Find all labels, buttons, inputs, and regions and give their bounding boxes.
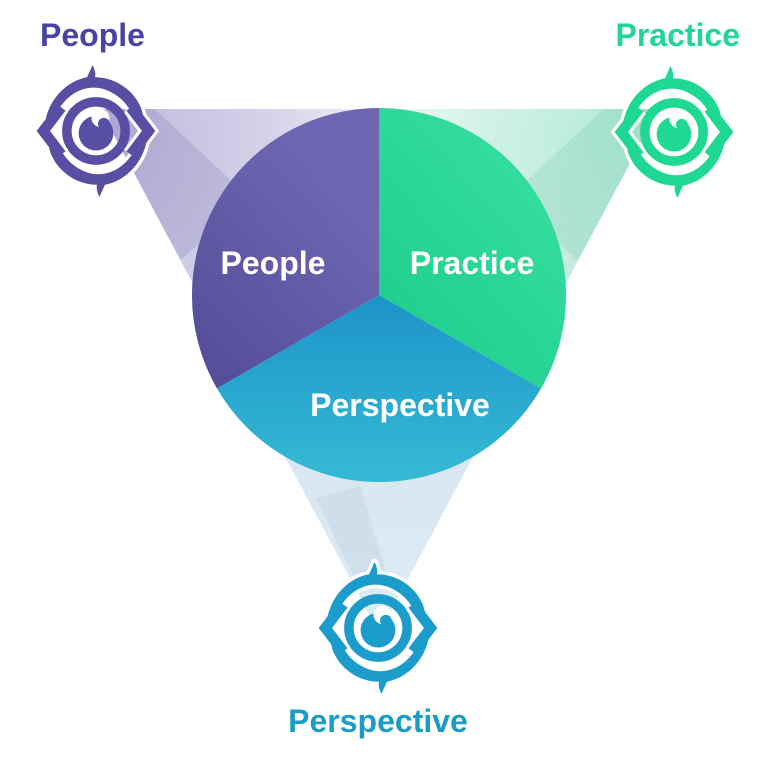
pie-segment-people — [191, 107, 379, 389]
heading-practice: Practice — [615, 17, 740, 53]
heading-people: People — [40, 17, 145, 53]
heading-perspective: Perspective — [288, 703, 468, 739]
pie-label-perspective: Perspective — [310, 387, 490, 423]
pie-label-practice: Practice — [410, 245, 535, 281]
pie-label-people: People — [221, 245, 326, 281]
pie-segment-perspective — [217, 295, 541, 483]
pie-chart: People Practice Perspective — [191, 107, 567, 483]
perspective-icon-shadow — [316, 486, 386, 574]
pie-segment-practice — [379, 107, 567, 389]
